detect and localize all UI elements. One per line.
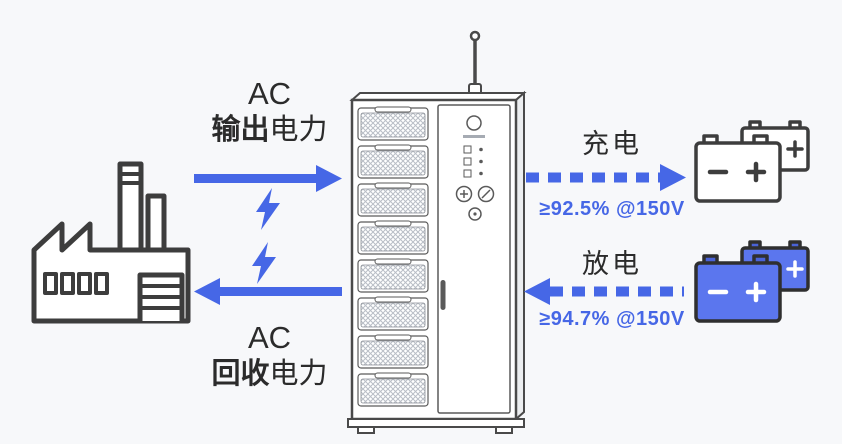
lightning-icon bbox=[252, 242, 276, 284]
power-cabinet-icon bbox=[347, 30, 527, 434]
ac-recycle-arrow bbox=[194, 278, 342, 305]
ac-output-line1: AC bbox=[247, 76, 292, 111]
cabinet-door bbox=[437, 104, 511, 414]
chimney-short bbox=[145, 193, 167, 255]
ac-recycle-label: AC 回收电力 bbox=[192, 320, 347, 391]
ac-recycle-line1: AC bbox=[247, 320, 292, 355]
ac-output-label: AC 输出电力 bbox=[192, 76, 347, 147]
door-handle bbox=[440, 280, 446, 310]
charge-spec: ≥92.5% @150V bbox=[539, 198, 685, 220]
chimney-tall bbox=[117, 161, 144, 255]
brand-logo-icon bbox=[466, 115, 482, 131]
charge-arrow bbox=[526, 164, 686, 191]
factory-windows bbox=[43, 272, 109, 295]
ac-output-arrow bbox=[194, 165, 342, 192]
battery-front bbox=[694, 134, 782, 203]
lightning-icon bbox=[256, 188, 280, 230]
indicator-lights bbox=[463, 145, 483, 178]
discharge-spec: ≥94.7% @150V bbox=[539, 308, 685, 330]
vent-modules bbox=[357, 106, 429, 407]
battery-pack-blue-icon bbox=[694, 240, 810, 323]
cabinet-base bbox=[347, 418, 525, 434]
antenna bbox=[468, 30, 482, 95]
battery-front bbox=[694, 254, 782, 323]
front-panel-knobs bbox=[455, 185, 495, 221]
factory-icon bbox=[31, 161, 191, 324]
ac-recycle-line2: 回收电力 bbox=[211, 357, 328, 390]
battery-pack-white-icon bbox=[694, 120, 810, 203]
charge-label: 充电 bbox=[582, 129, 642, 159]
ac-output-line2: 输出电力 bbox=[211, 113, 328, 146]
discharge-label: 放电 bbox=[582, 249, 642, 279]
factory-garage-door bbox=[137, 272, 185, 324]
discharge-arrow bbox=[524, 278, 684, 305]
